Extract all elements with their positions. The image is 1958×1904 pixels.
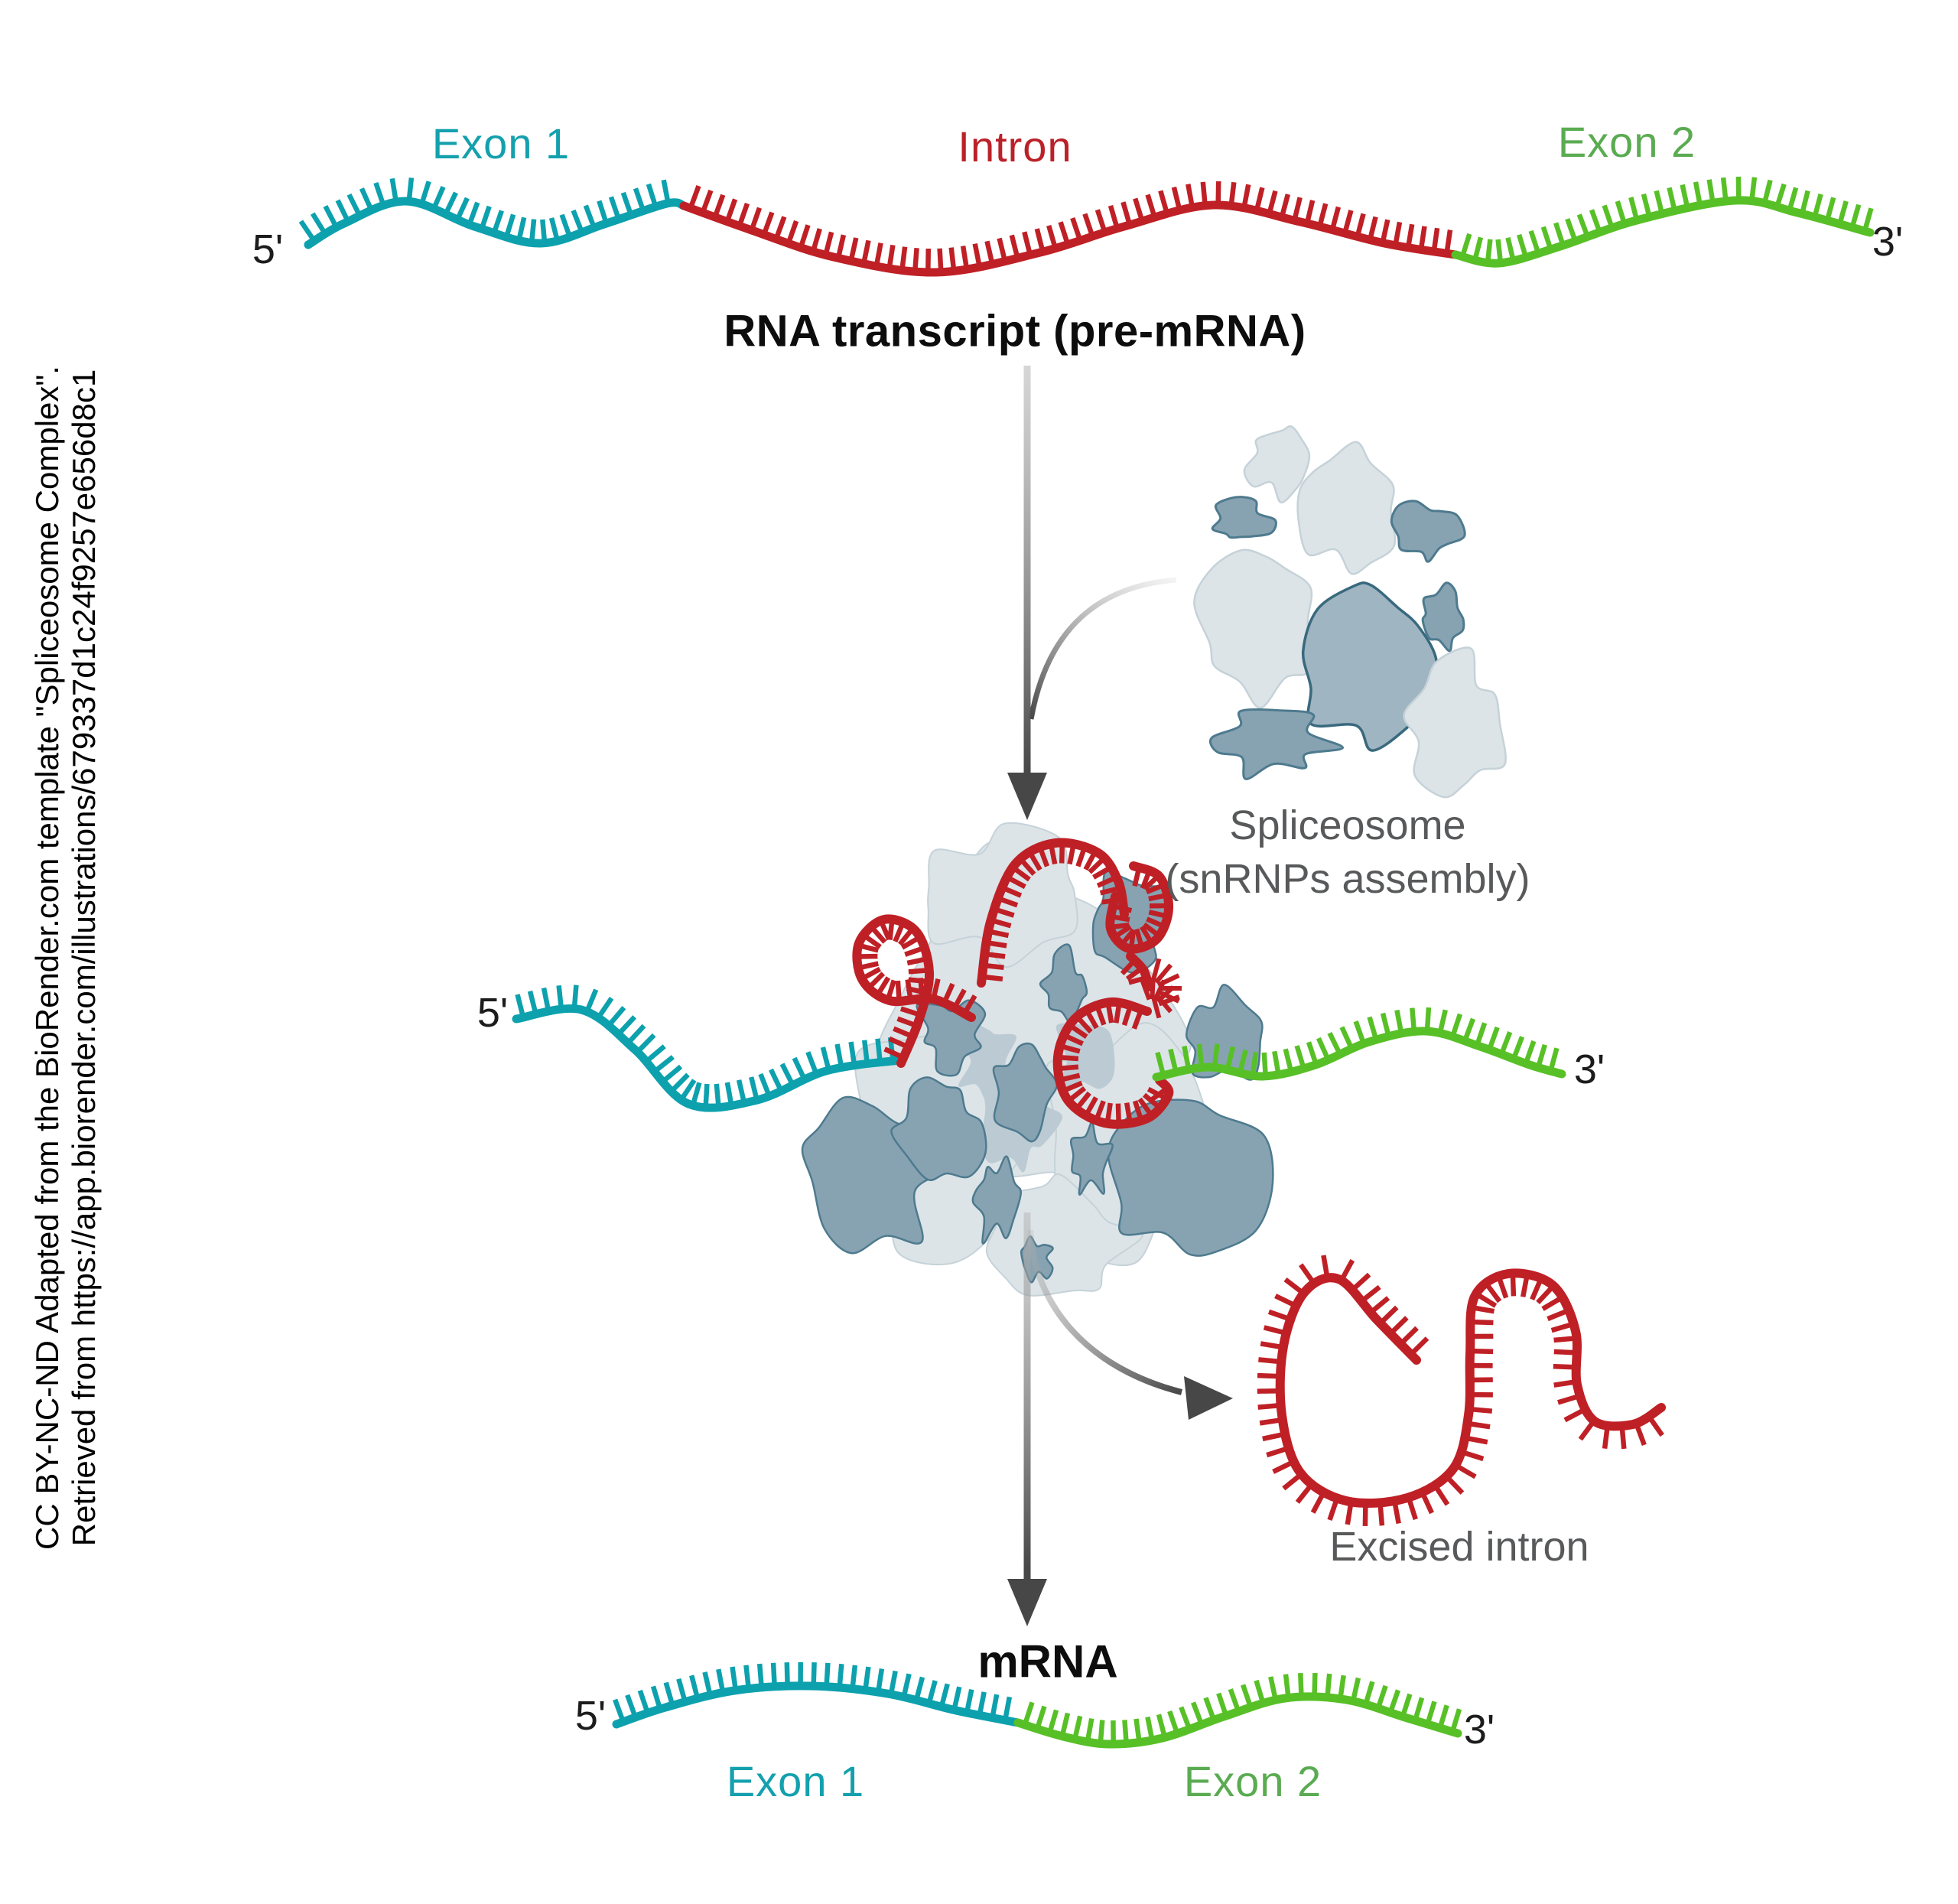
snrnp-cluster <box>1193 425 1507 799</box>
label-exon1-bottom: Exon 1 <box>726 1756 865 1805</box>
label-exon2-top: Exon 2 <box>1557 117 1696 166</box>
mrna-strand <box>612 1662 1462 1749</box>
attribution-line1: CC BY-NC-ND Adapted from the BioRender.c… <box>29 366 65 1550</box>
title-pre-mrna: RNA transcript (pre-mRNA) <box>724 306 1306 356</box>
label-five-prime-middle: 5' <box>476 989 509 1036</box>
label-exon1-top: Exon 1 <box>431 119 571 168</box>
pre-mrna-strand <box>298 176 1875 277</box>
label-three-prime-middle: 3' <box>1573 1046 1605 1092</box>
label-spliceosome-line1: Spliceosome <box>1229 802 1466 848</box>
label-intron-top: Intron <box>958 122 1072 171</box>
attribution-line2: Retrieved from https://app.biorender.com… <box>66 369 102 1547</box>
label-five-prime-bottom: 5' <box>574 1692 607 1739</box>
label-three-prime-bottom: 3' <box>1463 1706 1495 1753</box>
title-mrna: mRNA <box>977 1635 1118 1688</box>
label-five-prime-top: 5' <box>252 226 284 272</box>
label-exon2-bottom: Exon 2 <box>1183 1756 1322 1805</box>
label-spliceosome: Spliceosome (snRNPs assembly) <box>1165 799 1530 906</box>
splicing-arrow <box>1007 1212 1233 1626</box>
excised-intron-strand <box>1257 1255 1666 1526</box>
assembly-arrow <box>1007 366 1177 820</box>
label-excised-intron: Excised intron <box>1329 1524 1589 1570</box>
label-three-prime-top: 3' <box>1872 218 1904 265</box>
label-spliceosome-line2: (snRNPs assembly) <box>1165 856 1530 902</box>
